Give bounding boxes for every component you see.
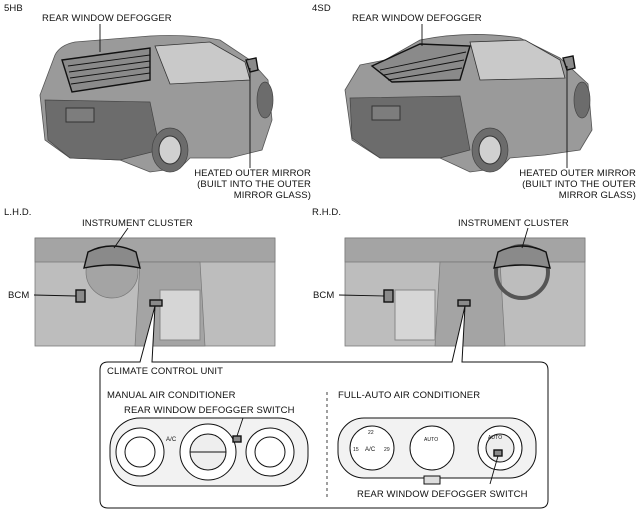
auto-ac-panel: [337, 417, 537, 485]
temp-high: 29: [384, 447, 390, 453]
defogger-4sd-label: REAR WINDOW DEFOGGER: [352, 13, 482, 24]
manual-ac-button: A/C: [166, 437, 177, 443]
mirror-5hb-line1: HEATED OUTER MIRROR: [194, 168, 311, 179]
rhd-cluster-label: INSTRUMENT CLUSTER: [458, 218, 569, 229]
defogger-5hb-label: REAR WINDOW DEFOGGER: [42, 13, 172, 24]
temp-mid: 22: [368, 430, 374, 436]
mirror-5hb-line3: MIRROR GLASS): [233, 190, 311, 201]
mirror-4sd-line1: HEATED OUTER MIRROR: [519, 168, 636, 179]
auto-ac-label: FULL-AUTO AIR CONDITIONER: [338, 390, 481, 401]
lhd-bcm: [75, 289, 86, 303]
sedan-side-window: [469, 39, 566, 81]
auto-button: AUTO: [424, 437, 439, 443]
dashboard-rhd: [344, 237, 586, 347]
car-hatchback: [39, 35, 274, 173]
mirror-4sd-line2: (BUILT INTO THE OUTER: [522, 179, 636, 190]
lhd-instrument-cluster: [83, 245, 141, 269]
lhd-label: L.H.D.: [4, 207, 32, 218]
auto-ac-button: A/C: [365, 447, 376, 453]
variant-4sd-label: 4SD: [312, 3, 331, 14]
dashboard-lhd: [34, 237, 276, 347]
manual-ac-label: MANUAL AIR CONDITIONER: [107, 390, 236, 401]
lhd-cluster-label: INSTRUMENT CLUSTER: [82, 218, 193, 229]
auto-button-2: AUTO: [488, 435, 503, 441]
manual-defogger-switch: [232, 435, 242, 443]
rhd-label: R.H.D.: [312, 207, 342, 218]
hatchback-side-window: [154, 41, 251, 85]
mirror-5hb-line2: (BUILT INTO THE OUTER: [197, 179, 311, 190]
auto-defogger-switch: [493, 449, 503, 457]
temp-low: 15: [353, 447, 359, 453]
car-sedan: [344, 34, 593, 173]
manual-switch-label: REAR WINDOW DEFOGGER SWITCH: [124, 405, 295, 416]
variant-5hb-label: 5HB: [4, 3, 23, 14]
rhd-bcm-label: BCM: [313, 290, 335, 301]
mirror-4sd-line3: MIRROR GLASS): [558, 190, 636, 201]
hatchback-rear-window-defogger: [61, 47, 151, 93]
sedan-rear-window-defogger: [370, 43, 471, 83]
lhd-bcm-label: BCM: [8, 290, 30, 301]
hatchback-heated-mirror: [245, 57, 259, 73]
climate-unit-label: CLIMATE CONTROL UNIT: [107, 366, 224, 377]
rhd-bcm: [383, 289, 394, 303]
rhd-instrument-cluster: [493, 245, 551, 269]
lhd-climate-unit: [149, 299, 163, 307]
rhd-climate-unit: [457, 299, 471, 307]
leader-lines: [33, 24, 568, 485]
manual-ac-panel: [109, 417, 309, 487]
auto-switch-label: REAR WINDOW DEFOGGER SWITCH: [357, 489, 528, 500]
sedan-heated-mirror: [562, 55, 576, 71]
